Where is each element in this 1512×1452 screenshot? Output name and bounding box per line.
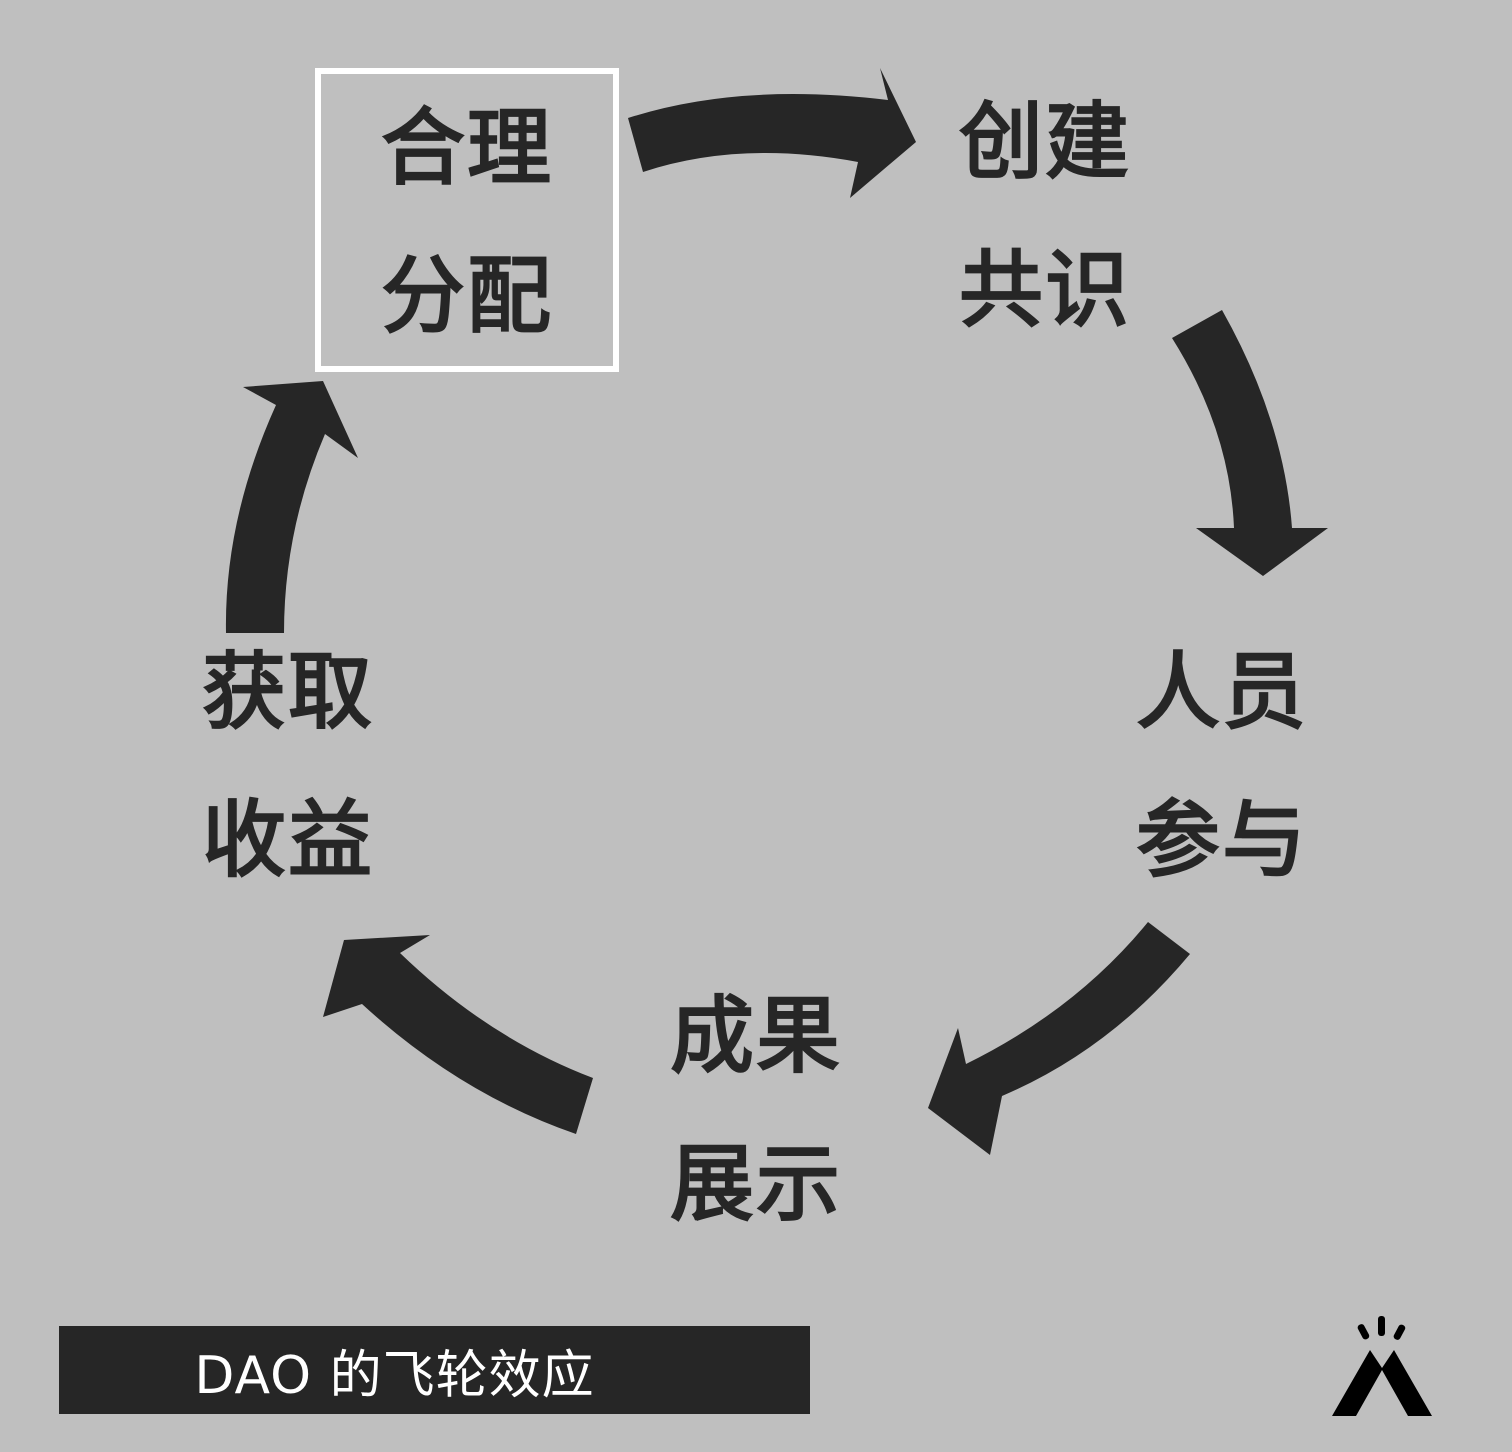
caption-text: DAO 的飞轮效应 (194, 1345, 595, 1406)
caption-bar: DAO 的飞轮效应 (59, 1326, 810, 1414)
node-participation-line-2: 参与 (1135, 791, 1308, 889)
node-allocate-line-2: 分配 (380, 247, 553, 345)
node-consensus: 创建 共识 (945, 68, 1145, 364)
node-revenue-line-1: 获取 (201, 643, 374, 741)
mountain-logo-icon (1332, 1316, 1432, 1416)
node-participation: 人员 参与 (1122, 618, 1322, 914)
node-allocate: 合理 分配 (315, 68, 619, 372)
arrow-consensus-to-participation (1172, 310, 1328, 576)
node-allocate-line-1: 合理 (380, 99, 553, 197)
node-showcase-line-2: 展示 (669, 1135, 842, 1233)
node-consensus-line-1: 创建 (958, 93, 1131, 191)
arrow-revenue-to-allocate (225, 381, 358, 633)
node-showcase-line-1: 成果 (669, 987, 842, 1085)
node-showcase: 成果 展示 (656, 962, 856, 1258)
node-revenue-line-2: 收益 (201, 791, 374, 889)
node-revenue: 获取 收益 (188, 618, 388, 914)
arrow-participation-to-showcase (928, 922, 1190, 1155)
arrow-showcase-to-revenue (323, 935, 593, 1134)
node-participation-line-1: 人员 (1135, 643, 1308, 741)
node-consensus-line-2: 共识 (958, 241, 1131, 339)
arrow-allocate-to-consensus (628, 68, 916, 198)
